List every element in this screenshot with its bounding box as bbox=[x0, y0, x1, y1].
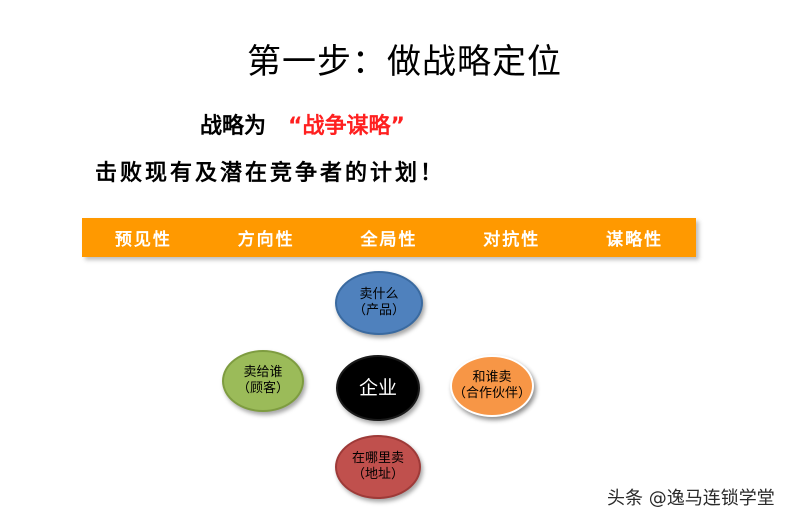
node-sell-to-whom-line1: 卖给谁 bbox=[243, 365, 283, 380]
node-sell-to-whom: 卖给谁 （顾客） bbox=[222, 350, 304, 412]
strategy-explanation-line: 击败现有及潜在竞争者的计划！ bbox=[95, 161, 446, 186]
node-where-to-sell-line1: 在哪里卖 bbox=[351, 451, 404, 466]
strategy-definition-prefix: 战略为 bbox=[200, 114, 267, 139]
node-enterprise-label: 企业 bbox=[358, 377, 397, 399]
node-sell-to-whom-line2: （顾客） bbox=[236, 381, 289, 396]
watermark: 头条 @逸马连锁学堂 bbox=[607, 488, 775, 509]
attribute-foresight: 预见性 bbox=[114, 230, 172, 250]
node-enterprise: 企业 bbox=[336, 355, 420, 421]
node-what-to-sell-line2: （产品） bbox=[352, 303, 405, 318]
node-what-to-sell: 卖什么 （产品） bbox=[335, 271, 423, 335]
node-sell-with-whom: 和谁卖 （合作伙伴） bbox=[450, 355, 534, 417]
node-sell-with-whom-line1: 和谁卖 bbox=[472, 370, 512, 385]
slide-title: 第一步：做战略定位 bbox=[247, 42, 562, 82]
node-where-to-sell-line2: （地址） bbox=[351, 467, 404, 482]
attribute-overall: 全局性 bbox=[360, 230, 418, 250]
strategy-definition-accent: “战争谋略” bbox=[288, 114, 405, 139]
attribute-confrontation: 对抗性 bbox=[483, 230, 541, 250]
node-where-to-sell: 在哪里卖 （地址） bbox=[335, 435, 421, 499]
strategy-definition-line: 战略为 “战争谋略” bbox=[200, 111, 405, 143]
attribute-direction: 方向性 bbox=[237, 230, 295, 250]
attribute-strategy: 谋略性 bbox=[606, 230, 664, 250]
attributes-bar: 预见性 方向性 全局性 对抗性 谋略性 bbox=[82, 218, 696, 257]
node-what-to-sell-line1: 卖什么 bbox=[359, 287, 399, 302]
node-sell-with-whom-line2: （合作伙伴） bbox=[452, 386, 531, 401]
